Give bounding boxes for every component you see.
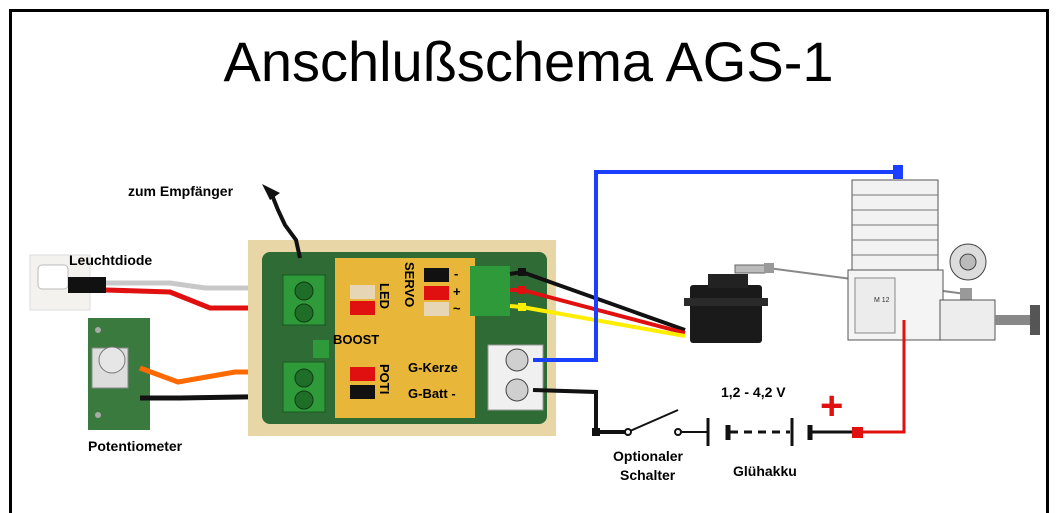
plus-sign: + (820, 384, 843, 428)
board-label-poti: POTI (377, 364, 392, 394)
potentiometer-component (88, 318, 150, 430)
led-component (29, 254, 106, 311)
switch-symbol (624, 409, 708, 436)
label-switch-line1: Optionaler (613, 448, 684, 464)
engine-component (847, 179, 1040, 341)
battery-wire-black (532, 388, 628, 434)
diagram-frame (9, 9, 1049, 513)
label-potentiometer: Potentiometer (88, 438, 183, 454)
board-pin-plus: + (453, 284, 461, 299)
servo-component (684, 264, 768, 343)
battery-symbol (706, 418, 852, 446)
diagram-title: Anschlußschema AGS-1 (223, 30, 834, 93)
controller-board (248, 240, 556, 436)
board-pin-signal: ~ (453, 301, 461, 316)
servo-pin-red (518, 286, 526, 294)
linkage-joint-servo (764, 263, 774, 273)
board-label-g-kerze: G-Kerze (408, 360, 458, 375)
label-battery: Glühakku (733, 463, 797, 479)
label-switch-line2: Schalter (620, 467, 676, 483)
battery-plus-terminal (852, 427, 863, 438)
board-label-led: LED (377, 283, 392, 309)
receiver-arrow (270, 194, 302, 259)
servo-pin-black (518, 268, 526, 276)
battery-wire-red (863, 320, 906, 434)
battery-wire-joint (592, 428, 600, 436)
glow-plug-connector (893, 165, 903, 179)
label-led: Leuchtdiode (69, 252, 152, 268)
receiver-arrowhead (262, 184, 280, 200)
board-label-servo: SERVO (402, 262, 417, 307)
label-voltage: 1,2 - 4,2 V (721, 384, 786, 400)
engine-mark: M 12 (874, 297, 890, 304)
board-label-boost: BOOST (333, 332, 379, 347)
label-receiver: zum Empfänger (128, 183, 234, 199)
glow-wire-blue (533, 170, 898, 362)
servo-pin-yellow (518, 303, 526, 311)
board-pin-minus: - (454, 266, 458, 281)
board-label-g-batt: G-Batt - (408, 386, 456, 401)
linkage-joint-engine (960, 288, 972, 300)
